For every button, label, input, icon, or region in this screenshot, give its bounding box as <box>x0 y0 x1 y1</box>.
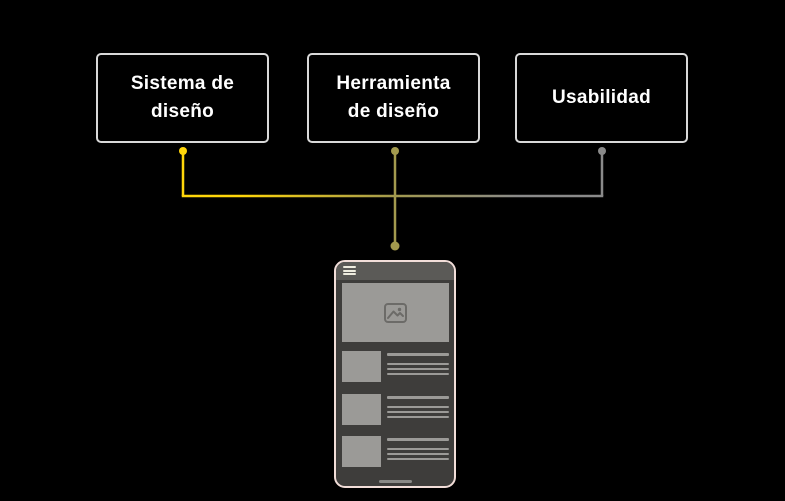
thumbnail-placeholder <box>342 394 381 425</box>
connector-dot-yellow <box>179 147 187 155</box>
thumbnail-placeholder <box>342 351 381 382</box>
node-label-line1: Sistema de <box>130 73 235 94</box>
connector-dot-gray <box>598 147 606 155</box>
phone-header-bar <box>336 262 454 280</box>
home-indicator <box>378 480 412 483</box>
image-placeholder-icon <box>384 302 407 323</box>
text-lines-placeholder <box>387 394 449 425</box>
node-usabilidad: Usabilidad <box>515 53 688 143</box>
node-label-line1: Usabilidad <box>551 87 652 108</box>
connector-horizontal-bus <box>181 194 604 198</box>
list-item <box>342 351 454 382</box>
list-item <box>342 394 454 425</box>
connector-dot-olive-top <box>391 147 399 155</box>
node-sistema-de-diseno: Sistema de diseño <box>96 53 269 143</box>
list-item <box>342 436 454 467</box>
node-herramienta-de-diseno: Herramienta de diseño <box>307 53 480 143</box>
phone-mockup <box>334 260 456 488</box>
connector-dot-olive-bottom <box>390 241 400 251</box>
node-label-line1: Herramienta <box>336 73 451 94</box>
hero-image-placeholder <box>342 283 449 342</box>
node-label-line2: de diseño <box>347 101 440 122</box>
text-lines-placeholder <box>387 436 449 467</box>
node-label-line2: diseño <box>150 101 215 122</box>
thumbnail-placeholder <box>342 436 381 467</box>
hamburger-menu-icon <box>343 266 356 275</box>
text-lines-placeholder <box>387 351 449 382</box>
